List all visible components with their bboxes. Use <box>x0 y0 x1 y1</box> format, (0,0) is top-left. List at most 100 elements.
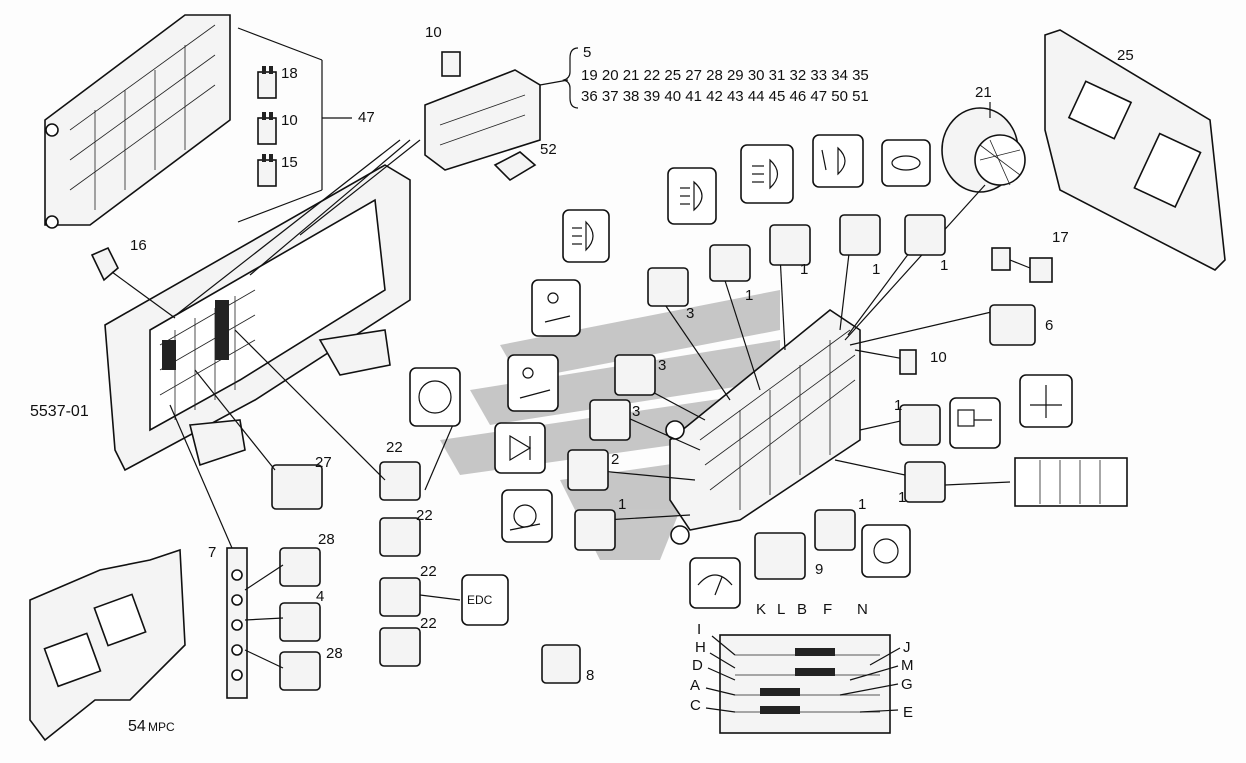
fuse-letter-e: E <box>903 704 914 721</box>
fuse-letter-h: H <box>695 639 706 656</box>
callout-3c: 3 <box>632 403 641 420</box>
assembly-number: 54 <box>128 718 146 735</box>
connector-21 <box>941 107 1026 193</box>
fuse-letter-j: J <box>903 639 911 656</box>
fuse-letter-b: B <box>797 601 808 618</box>
fuse-letter-f: F <box>823 601 833 618</box>
fuse-box-detail <box>719 634 891 734</box>
abs-icon-box <box>861 524 911 578</box>
fog-lamp-icon-box <box>740 144 794 204</box>
callout-1a: 1 <box>745 287 754 304</box>
edc-label: EDC <box>467 593 493 607</box>
relay-1h <box>814 509 856 551</box>
fuse-letter-a: A <box>690 677 701 694</box>
axle-icon-box <box>1019 374 1073 428</box>
callout-10-top: 10 <box>425 24 442 41</box>
callout-1c: 1 <box>872 261 881 278</box>
fuse-letter-l: L <box>777 601 786 618</box>
key-switch-icon-box <box>507 354 559 412</box>
fuse-10-top <box>441 51 461 77</box>
relay-6 <box>989 304 1036 346</box>
callout-15: 15 <box>281 154 298 171</box>
rear-fog-icon-box <box>812 134 864 188</box>
callout-28b: 28 <box>326 645 343 662</box>
ignition-icon-box <box>531 279 581 337</box>
callout-22c: 22 <box>420 563 437 580</box>
fuse-letter-m: M <box>901 657 914 674</box>
relay-3c <box>589 399 631 441</box>
relay-1e <box>574 509 616 551</box>
relay-8 <box>541 644 581 684</box>
fuse-letter-k: K <box>756 601 767 618</box>
callout-1e: 1 <box>618 496 627 513</box>
relay-27 <box>271 464 323 510</box>
callout-row-1: 19 20 21 22 25 27 28 29 30 31 32 33 34 3… <box>581 67 869 84</box>
relay-22a <box>379 461 421 501</box>
diagram-id: 5537-01 <box>30 403 89 420</box>
callout-1g: 1 <box>898 489 907 506</box>
callout-10-fuse: 10 <box>281 112 298 129</box>
relay-22b <box>379 517 421 557</box>
callout-1d: 1 <box>940 257 949 274</box>
headlamp-icon-box <box>562 209 610 263</box>
callout-2: 2 <box>611 451 620 468</box>
callout-16: 16 <box>130 237 147 254</box>
relay-3b <box>614 354 656 396</box>
connector-17 <box>991 247 1053 283</box>
callout-52: 52 <box>540 141 557 158</box>
relay-1d <box>904 214 946 256</box>
callout-17: 17 <box>1052 229 1069 246</box>
callout-4: 4 <box>316 588 325 605</box>
relay-9 <box>754 532 806 580</box>
panel-54 <box>29 548 186 742</box>
main-beam-icon-box <box>667 167 717 225</box>
wiper-icon-box <box>501 489 553 543</box>
connector-16 <box>90 246 119 282</box>
relay-28b <box>279 651 321 691</box>
fuse-10-right <box>899 349 917 375</box>
callout-21: 21 <box>975 84 992 101</box>
relay-1f <box>899 404 941 446</box>
edc-box <box>461 574 509 626</box>
callout-1f: 1 <box>894 397 903 414</box>
callout-6: 6 <box>1045 317 1054 334</box>
callout-28a: 28 <box>318 531 335 548</box>
callout-22d: 22 <box>420 615 437 632</box>
relay-1g <box>904 461 946 503</box>
callout-row-2: 36 37 38 39 40 41 42 43 44 45 46 47 50 5… <box>581 88 869 105</box>
gauge-icon-box <box>689 557 741 609</box>
fuse-board-47 <box>44 14 231 229</box>
relay-3a <box>647 267 689 307</box>
horn-icon-box <box>881 139 931 187</box>
diode-icon-box <box>494 422 546 474</box>
switch-panel <box>1014 457 1128 507</box>
central-electrical-box <box>665 309 861 545</box>
callout-47: 47 <box>358 109 375 126</box>
assembly-suffix: MPC <box>148 720 175 734</box>
callout-10-right: 10 <box>930 349 947 366</box>
callout-3b: 3 <box>658 357 667 374</box>
callout-1b: 1 <box>800 261 809 278</box>
callout-22b: 22 <box>416 507 433 524</box>
callout-7: 7 <box>208 544 217 561</box>
relay-22c <box>379 577 421 617</box>
lamp-icon-box <box>409 367 461 427</box>
strip-7 <box>226 547 248 699</box>
fuse-15 <box>257 154 277 187</box>
fuse-10a <box>257 112 277 145</box>
fuse-letter-g: G <box>901 676 913 693</box>
callout-8: 8 <box>586 667 595 684</box>
relay-1c <box>839 214 881 256</box>
fuse-18 <box>257 66 277 99</box>
connector-block <box>424 69 541 171</box>
relay-1a <box>709 244 751 282</box>
callout-1h: 1 <box>858 496 867 513</box>
truck-icon-box <box>949 397 1001 449</box>
callout-3a: 3 <box>686 305 695 322</box>
relay-1b <box>769 224 811 266</box>
relay-4 <box>279 602 321 642</box>
callout-5: 5 <box>583 44 592 61</box>
main-frame <box>104 164 411 472</box>
